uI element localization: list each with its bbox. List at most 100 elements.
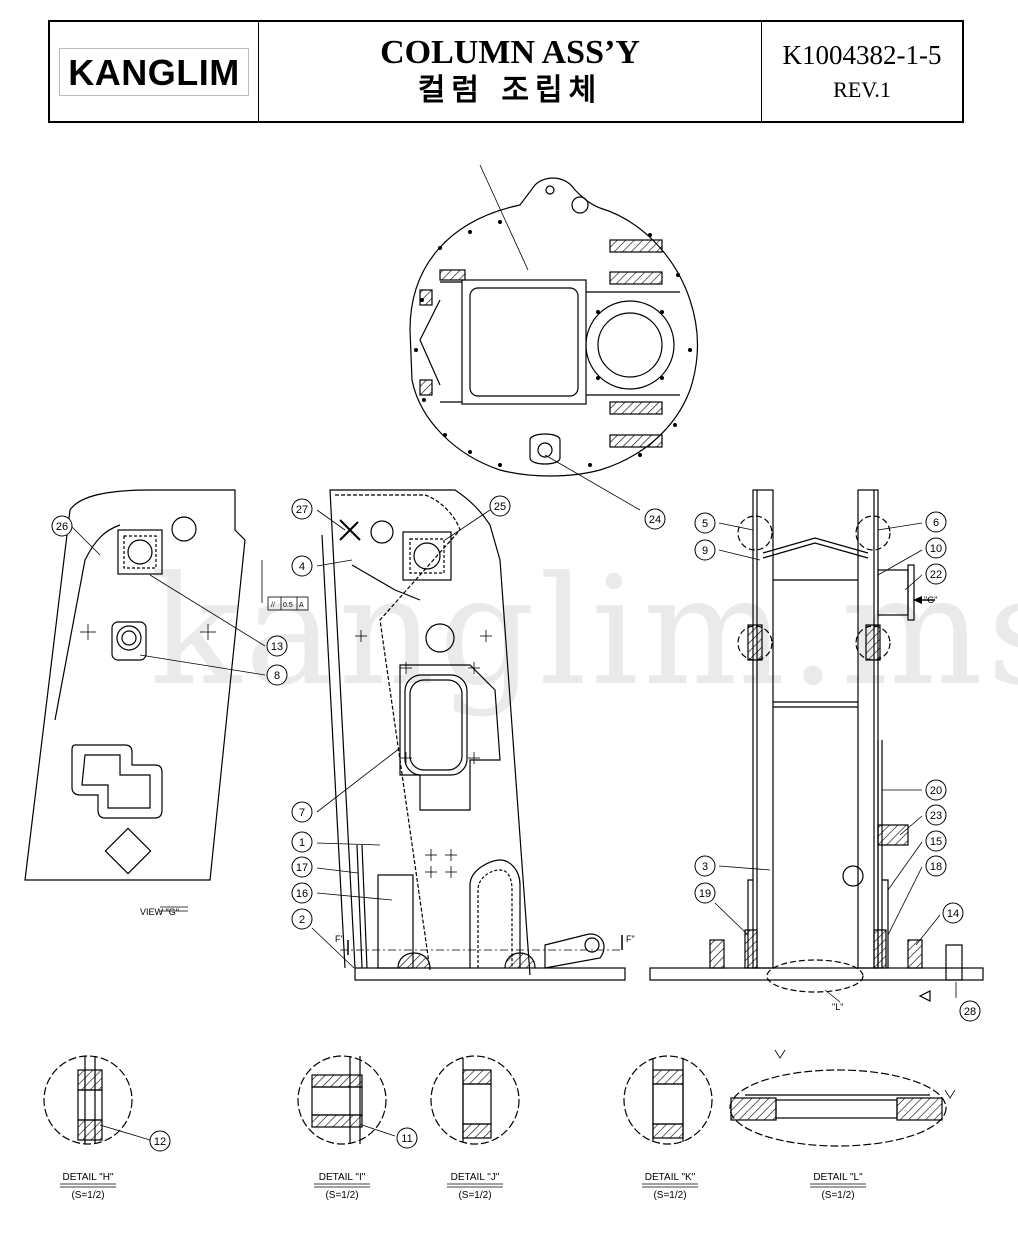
- side-view: [649, 489, 984, 1003]
- balloon-14-circle: [942, 902, 964, 924]
- balloon-10: 10: [930, 543, 942, 555]
- hatched-block: [419, 379, 433, 396]
- hatched-block: [609, 271, 663, 285]
- tolerance-symbol: //: [271, 602, 275, 609]
- balloon-11: 11: [401, 1133, 412, 1145]
- detail-l-title: DETAIL "L": [813, 1172, 863, 1183]
- balloon-28: 28: [964, 1006, 976, 1018]
- gusset-inner: [477, 869, 513, 968]
- balloon-26-circle: [51, 515, 73, 537]
- leader-24: [544, 454, 641, 511]
- lug-hole: [584, 937, 600, 953]
- leader-3: [718, 865, 771, 871]
- balloon-25: 25: [494, 501, 506, 513]
- drawing-labels: VIEW "G" "G" F' F" "L" // 0.5 A: [140, 595, 937, 1012]
- detail-j-title: DETAIL "J": [451, 1172, 500, 1183]
- leader-12: [99, 1124, 151, 1141]
- balloon-20: 20: [930, 785, 942, 797]
- leader-9: [718, 549, 761, 561]
- leader-17: [316, 867, 359, 874]
- detail-h-border: [43, 1055, 133, 1145]
- pad-right-14: [907, 939, 923, 969]
- detail-h: [43, 1055, 151, 1145]
- balloon-3-circle: [694, 855, 716, 877]
- recess-outline: [399, 664, 501, 811]
- detail-i-scale: (S=1/2): [325, 1190, 358, 1201]
- leader-18: [887, 866, 923, 936]
- view-g-label: VIEW "G": [140, 907, 179, 917]
- pin-hole: [425, 623, 455, 653]
- hole: [370, 520, 394, 544]
- center-marks: [355, 630, 492, 878]
- balloon-25-circle: [489, 495, 511, 517]
- balloon-10-circle: [925, 537, 947, 559]
- balloon-15-circle: [925, 830, 947, 852]
- base-plate-2: [354, 967, 626, 981]
- balloon-8-circle: [266, 664, 288, 686]
- doc-number: K1004382-1-5: [782, 40, 942, 71]
- part-28: [945, 944, 963, 981]
- hatched-block: [609, 434, 663, 448]
- leader-11: [361, 1124, 396, 1137]
- leader-15: [887, 841, 923, 891]
- boss-8: [111, 621, 147, 661]
- drawing-title: COLUMN ASS’Y: [380, 34, 640, 72]
- balloon-22: 22: [930, 569, 942, 581]
- detail-j-circle: [737, 625, 773, 661]
- leader-8: [139, 654, 266, 676]
- leader-1: [316, 842, 381, 846]
- balloon-2: 2: [299, 914, 305, 926]
- detail-l: [729, 1049, 956, 1147]
- bracket-22-plate: [907, 564, 915, 621]
- column-box-section: [469, 287, 579, 397]
- balloon-19: 19: [699, 888, 711, 900]
- balloon-6-circle: [925, 511, 947, 533]
- revision: REV.1: [833, 77, 891, 102]
- pad-plate-inner: [409, 538, 445, 574]
- leader-10: [877, 549, 923, 576]
- leader-27: [316, 509, 346, 531]
- gusset: [469, 859, 521, 968]
- detail-j-scale: (S=1/2): [458, 1190, 491, 1201]
- chamfer-edge: [419, 299, 441, 386]
- balloon-17-circle: [291, 856, 313, 878]
- balloon-6: 6: [933, 517, 939, 529]
- view-g: [24, 489, 309, 912]
- leader-16: [316, 892, 393, 901]
- leader-22: [904, 574, 923, 591]
- leader-4: [316, 559, 353, 567]
- column-edge: [321, 534, 346, 969]
- detail-l-border: [729, 1069, 947, 1147]
- pad-plate-25: [402, 531, 452, 581]
- balloon-22-circle: [925, 563, 947, 585]
- detail-k-border: [623, 1055, 713, 1145]
- drain-boss: [529, 433, 561, 465]
- balloon-17: 17: [296, 862, 308, 874]
- balloon-4: 4: [299, 561, 305, 573]
- weld-hatch: [744, 929, 758, 969]
- right-flange: [857, 489, 879, 969]
- detail-i-circle: [855, 515, 891, 551]
- company-logo: KANGLIM: [59, 47, 249, 96]
- gusset-15: [882, 879, 889, 968]
- section-f-left: F': [335, 934, 342, 944]
- detail-i-border: [297, 1055, 387, 1145]
- tolerance-frame: [267, 596, 309, 611]
- leader-line: [479, 164, 529, 271]
- detail-l-ref: "L": [832, 1002, 843, 1012]
- hatched-block: [439, 269, 466, 281]
- drawing-subtitle: 컬럼 조립체: [417, 73, 603, 109]
- balloon-9-circle: [694, 539, 716, 561]
- front-view: [311, 489, 626, 981]
- center-bore-inner: [597, 312, 663, 378]
- balloon-18: 18: [930, 861, 942, 873]
- hatched-block: [419, 289, 433, 306]
- column-outline: [329, 489, 531, 976]
- pad-left: [709, 939, 725, 969]
- detail-l-ellipse: [766, 959, 864, 993]
- balloon-23: 23: [930, 810, 942, 822]
- detail-k-circle: [855, 625, 891, 661]
- balloon-7-circle: [291, 801, 313, 823]
- balloon-7: 7: [299, 807, 305, 819]
